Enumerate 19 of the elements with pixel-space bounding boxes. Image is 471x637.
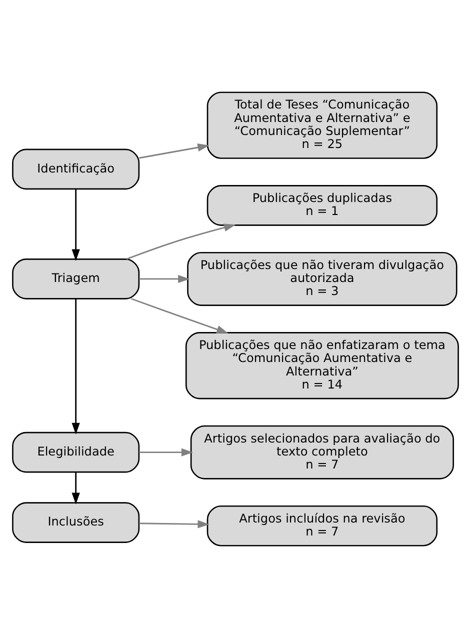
- node-box: Triagem: [12, 258, 140, 299]
- node-box: Artigos selecionados para avaliação do texto completo n = 7: [190, 424, 454, 479]
- node-box: Publicações que não enfatizaram o tema “Comunicação Aumentativa e Alternativa” n = 14: [185, 332, 459, 399]
- arrow: [72, 188, 80, 260]
- node-box: Publicações duplicadas n = 1: [206, 184, 438, 226]
- arrow: [126, 223, 236, 260]
- node-box: Publicações que não tiveram divulgação autorizada n = 3: [187, 251, 458, 306]
- arrow: [131, 298, 228, 333]
- node-box: Inclusões: [12, 502, 140, 542]
- node-box: Identificação: [12, 148, 140, 190]
- arrow: [139, 448, 194, 456]
- arrow: [139, 274, 190, 283]
- node-box: Total de Teses “Comunicação Aumentativa e Alternativa” e “Comunicação Suplementar” n = 25: [206, 91, 438, 158]
- node-box: Artigos incluídos na revisão n = 7: [206, 504, 438, 546]
- node-box: Elegibilidade: [12, 431, 140, 472]
- arrow: [72, 298, 80, 434]
- arrow: [139, 142, 210, 158]
- arrow: [139, 520, 210, 528]
- arrow: [72, 472, 80, 504]
